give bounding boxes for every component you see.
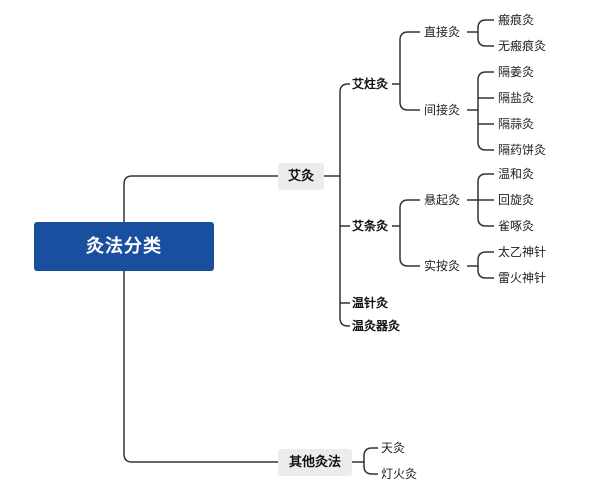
leaf-huixuan[interactable]: 回旋灸 xyxy=(498,193,535,207)
leaf-geyan[interactable]: 隔盐灸 xyxy=(498,91,535,105)
node-wenzhen[interactable]: 温针灸 xyxy=(352,296,389,310)
node-shian[interactable]: 实按灸 xyxy=(424,259,461,273)
root-label: 灸法分类 xyxy=(86,235,162,257)
leaf-wubanhen[interactable]: 无瘢痕灸 xyxy=(498,39,547,53)
node-aitiao[interactable]: 艾条灸 xyxy=(352,219,389,233)
leaf-quezhuo[interactable]: 雀啄灸 xyxy=(498,219,535,233)
node-qita-label: 其他灸法 xyxy=(288,455,341,470)
connector-root-aijiu xyxy=(123,175,278,222)
leaf-leihuo[interactable]: 雷火神针 xyxy=(498,271,547,285)
connector-root-qita xyxy=(123,271,278,463)
node-wenjiuqi[interactable]: 温灸器灸 xyxy=(352,319,401,333)
root-node[interactable]: 灸法分类 xyxy=(34,222,214,271)
leaf-taiyi[interactable]: 太乙神针 xyxy=(498,245,547,259)
leaf-denghuo[interactable]: 灯火灸 xyxy=(381,467,418,481)
leaf-tianjiu[interactable]: 天灸 xyxy=(381,441,406,455)
leaf-wenhe[interactable]: 温和灸 xyxy=(498,167,535,181)
node-zhijie[interactable]: 直接灸 xyxy=(424,25,461,39)
leaf-geyaobing[interactable]: 隔药饼灸 xyxy=(498,143,547,157)
node-aijiu[interactable]: 艾灸 xyxy=(278,163,324,190)
node-qita[interactable]: 其他灸法 xyxy=(278,449,352,476)
leaf-gejiang[interactable]: 隔姜灸 xyxy=(498,65,535,79)
leaf-gesuan[interactable]: 隔蒜灸 xyxy=(498,117,535,131)
leaf-banhen[interactable]: 瘢痕灸 xyxy=(498,13,535,27)
node-aijiu-label: 艾灸 xyxy=(287,169,314,184)
node-xuanqi[interactable]: 悬起灸 xyxy=(424,193,461,207)
node-aizhu[interactable]: 艾炷灸 xyxy=(352,77,389,91)
node-jianjie[interactable]: 间接灸 xyxy=(424,103,461,117)
